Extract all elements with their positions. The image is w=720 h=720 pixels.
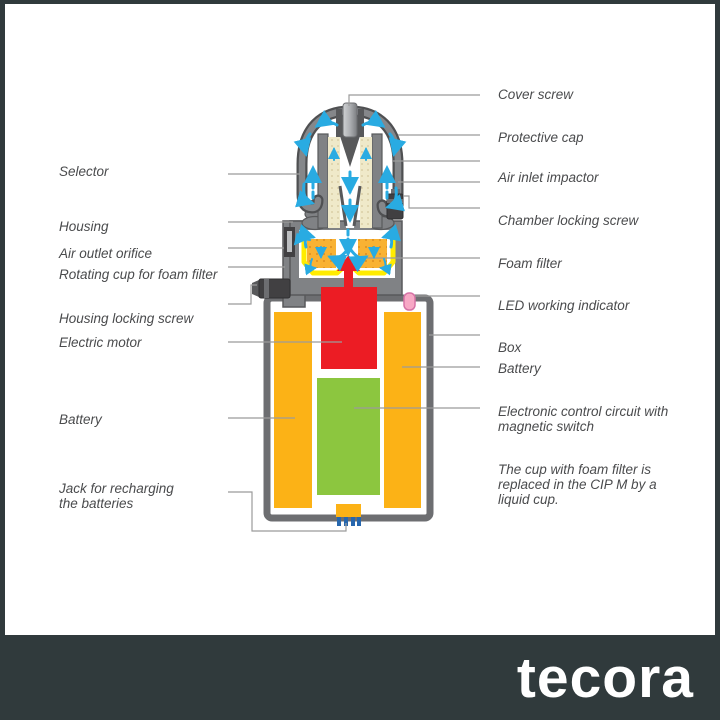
airflow-arrows <box>293 110 407 276</box>
bottom-band: tecora <box>0 635 720 720</box>
label-protective-cap: Protective cap <box>498 130 584 145</box>
label-circuit: Electronic control circuit with magnetic… <box>498 404 669 434</box>
label-air-outlet-orifice: Air outlet orifice <box>59 246 153 261</box>
electronic-control-circuit <box>317 378 380 495</box>
label-housing-locking-screw: Housing locking screw <box>59 311 194 326</box>
recharge-jack <box>336 504 361 517</box>
leader-cover-screw <box>348 94 480 106</box>
label-selector: Selector <box>59 164 109 179</box>
device-body <box>252 102 434 526</box>
label-battery-right: Battery <box>498 361 541 376</box>
note-cip-m: The cup with foam filter is replaced in … <box>498 462 657 507</box>
label-air-inlet-impactor: Air inlet impactor <box>498 170 599 185</box>
label-battery-left: Battery <box>59 412 102 427</box>
label-led-indicator: LED working indicator <box>498 298 630 313</box>
label-cover-screw: Cover screw <box>498 87 574 102</box>
battery-left <box>274 312 312 508</box>
leader-lines <box>228 94 480 532</box>
label-jack: Jack for recharging the batteries <box>59 481 174 511</box>
leader-chamber-locking-screw <box>404 195 480 209</box>
electric-motor <box>321 287 377 369</box>
leader-housing-locking-screw <box>228 284 257 305</box>
label-housing: Housing <box>59 219 109 234</box>
tecora-logo: tecora <box>516 646 694 710</box>
housing-locking-screw <box>252 278 291 299</box>
label-chamber-locking-screw: Chamber locking screw <box>498 213 639 228</box>
label-foam-filter: Foam filter <box>498 256 562 271</box>
label-box: Box <box>498 340 522 355</box>
label-electric-motor: Electric motor <box>59 335 142 350</box>
led-working-indicator <box>403 292 416 311</box>
cover-screw <box>342 102 358 138</box>
label-rotating-cup: Rotating cup for foam filter <box>59 267 218 282</box>
jack-pins <box>337 517 361 526</box>
battery-right <box>384 312 421 508</box>
leader-jack <box>228 491 347 532</box>
